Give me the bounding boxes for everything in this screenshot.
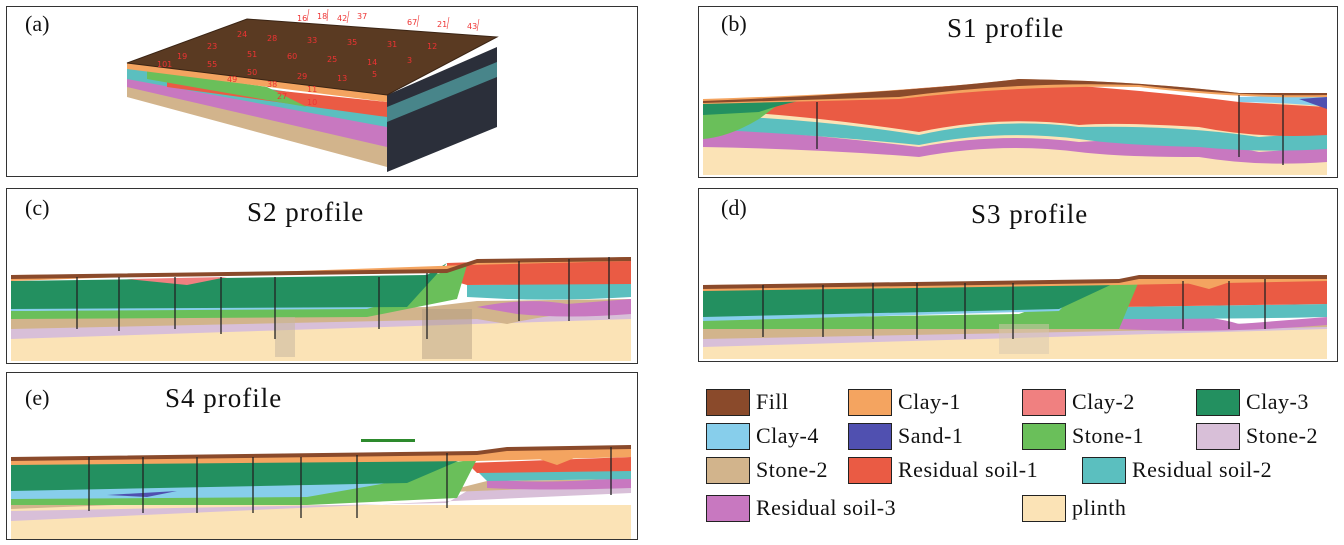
legend-item-clay-1: Clay-1 xyxy=(848,388,961,416)
legend-item-residual-soil-1: Residual soil-1 xyxy=(848,456,1038,484)
svg-text:14: 14 xyxy=(367,58,377,67)
s4-profile-section xyxy=(11,439,631,539)
s2-profile-section xyxy=(11,257,631,361)
legend-item-clay-4: Clay-4 xyxy=(706,422,819,450)
panel-c-title: S2 profile xyxy=(247,197,365,227)
svg-text:49: 49 xyxy=(227,75,237,84)
legend-swatch xyxy=(1022,388,1066,416)
legend-swatch xyxy=(706,388,750,416)
legend-label: Clay-4 xyxy=(756,423,819,448)
panel-d-s3-profile: (d) S3 profile xyxy=(698,188,1338,362)
legend-label: Stone-2 xyxy=(1246,423,1318,448)
panel-b-s1-profile: (b) S1 profile xyxy=(698,6,1338,178)
svg-text:10: 10 xyxy=(307,98,317,107)
legend-label: Residual soil-2 xyxy=(1132,457,1273,482)
svg-text:101: 101 xyxy=(157,60,172,69)
svg-text:27: 27 xyxy=(277,92,287,101)
svg-text:28: 28 xyxy=(267,34,277,43)
legend-label: plinth xyxy=(1072,495,1127,520)
legend-label: Sand-1 xyxy=(898,423,964,448)
svg-text:51: 51 xyxy=(247,50,257,59)
legend-swatch xyxy=(706,422,750,450)
svg-text:60: 60 xyxy=(287,52,297,61)
legend-swatch xyxy=(848,456,892,484)
legend-swatch xyxy=(706,494,750,522)
legend-item-fill: Fill xyxy=(706,388,789,416)
svg-text:25: 25 xyxy=(327,55,337,64)
panel-e-label: (e) xyxy=(25,385,50,410)
legend-label: Stone-2 xyxy=(756,457,828,482)
legend-item-stone-2-tan: Stone-2 xyxy=(706,456,828,484)
legend-label: Fill xyxy=(756,389,789,414)
svg-text:33: 33 xyxy=(307,36,317,45)
panel-d-title: S3 profile xyxy=(971,199,1089,229)
svg-text:37: 37 xyxy=(357,12,367,21)
svg-text:11: 11 xyxy=(307,85,317,94)
panel-e-s4-profile: (e) S4 profile xyxy=(6,372,638,540)
svg-text:31: 31 xyxy=(387,40,397,49)
legend-label: Clay-3 xyxy=(1246,389,1309,414)
svg-text:67: 67 xyxy=(407,18,417,27)
legend-swatch xyxy=(1196,388,1240,416)
panel-d-label: (d) xyxy=(721,195,747,220)
svg-text:35: 35 xyxy=(347,38,357,47)
svg-text:50: 50 xyxy=(247,68,257,77)
legend-item-residual-soil-2: Residual soil-2 xyxy=(1082,456,1272,484)
panel-c-label: (c) xyxy=(25,195,50,220)
legend-swatch xyxy=(848,388,892,416)
svg-text:5: 5 xyxy=(372,70,377,79)
legend-swatch xyxy=(706,456,750,484)
legend-label: Residual soil-3 xyxy=(756,495,897,520)
s3-profile-section xyxy=(703,275,1327,359)
legend-swatch xyxy=(848,422,892,450)
panel-c-s2-profile: (c) S2 profile xyxy=(6,188,638,364)
svg-text:43: 43 xyxy=(467,22,477,31)
svg-text:12: 12 xyxy=(427,42,437,51)
legend-label: Residual soil-1 xyxy=(898,457,1039,482)
legend: Fill Clay-1 Clay-2 Clay-3 Clay-4 Sand-1 … xyxy=(700,380,1340,540)
svg-text:13: 13 xyxy=(337,74,347,83)
svg-text:24: 24 xyxy=(237,30,247,39)
panel-e-title: S4 profile xyxy=(165,383,283,413)
panel-b-label: (b) xyxy=(721,11,747,36)
svg-text:19: 19 xyxy=(177,52,187,61)
svg-text:42: 42 xyxy=(337,14,347,23)
svg-text:16: 16 xyxy=(297,14,307,23)
legend-item-stone-1: Stone-1 xyxy=(1022,422,1144,450)
legend-swatch xyxy=(1022,494,1066,522)
svg-text:21: 21 xyxy=(437,20,447,29)
legend-swatch xyxy=(1082,456,1126,484)
legend-label: Clay-1 xyxy=(898,389,961,414)
svg-text:23: 23 xyxy=(207,42,217,51)
legend-item-plinth: plinth xyxy=(1022,494,1126,522)
legend-item-stone-2: Stone-2 xyxy=(1196,422,1318,450)
legend-swatch xyxy=(1196,422,1240,450)
legend-item-clay-3: Clay-3 xyxy=(1196,388,1309,416)
legend-item-sand-1: Sand-1 xyxy=(848,422,963,450)
legend-item-residual-soil-3: Residual soil-3 xyxy=(706,494,896,522)
legend-swatch xyxy=(1022,422,1066,450)
svg-text:18: 18 xyxy=(317,12,327,21)
svg-text:55: 55 xyxy=(207,60,217,69)
svg-text:38: 38 xyxy=(267,80,277,89)
legend-item-clay-2: Clay-2 xyxy=(1022,388,1135,416)
legend-label: Stone-1 xyxy=(1072,423,1144,448)
s1-profile-section xyxy=(703,79,1327,175)
svg-text:3: 3 xyxy=(407,56,412,65)
legend-label: Clay-2 xyxy=(1072,389,1135,414)
svg-text:29: 29 xyxy=(297,72,307,81)
panel-a-label: (a) xyxy=(25,11,50,36)
panel-b-title: S1 profile xyxy=(947,13,1065,43)
